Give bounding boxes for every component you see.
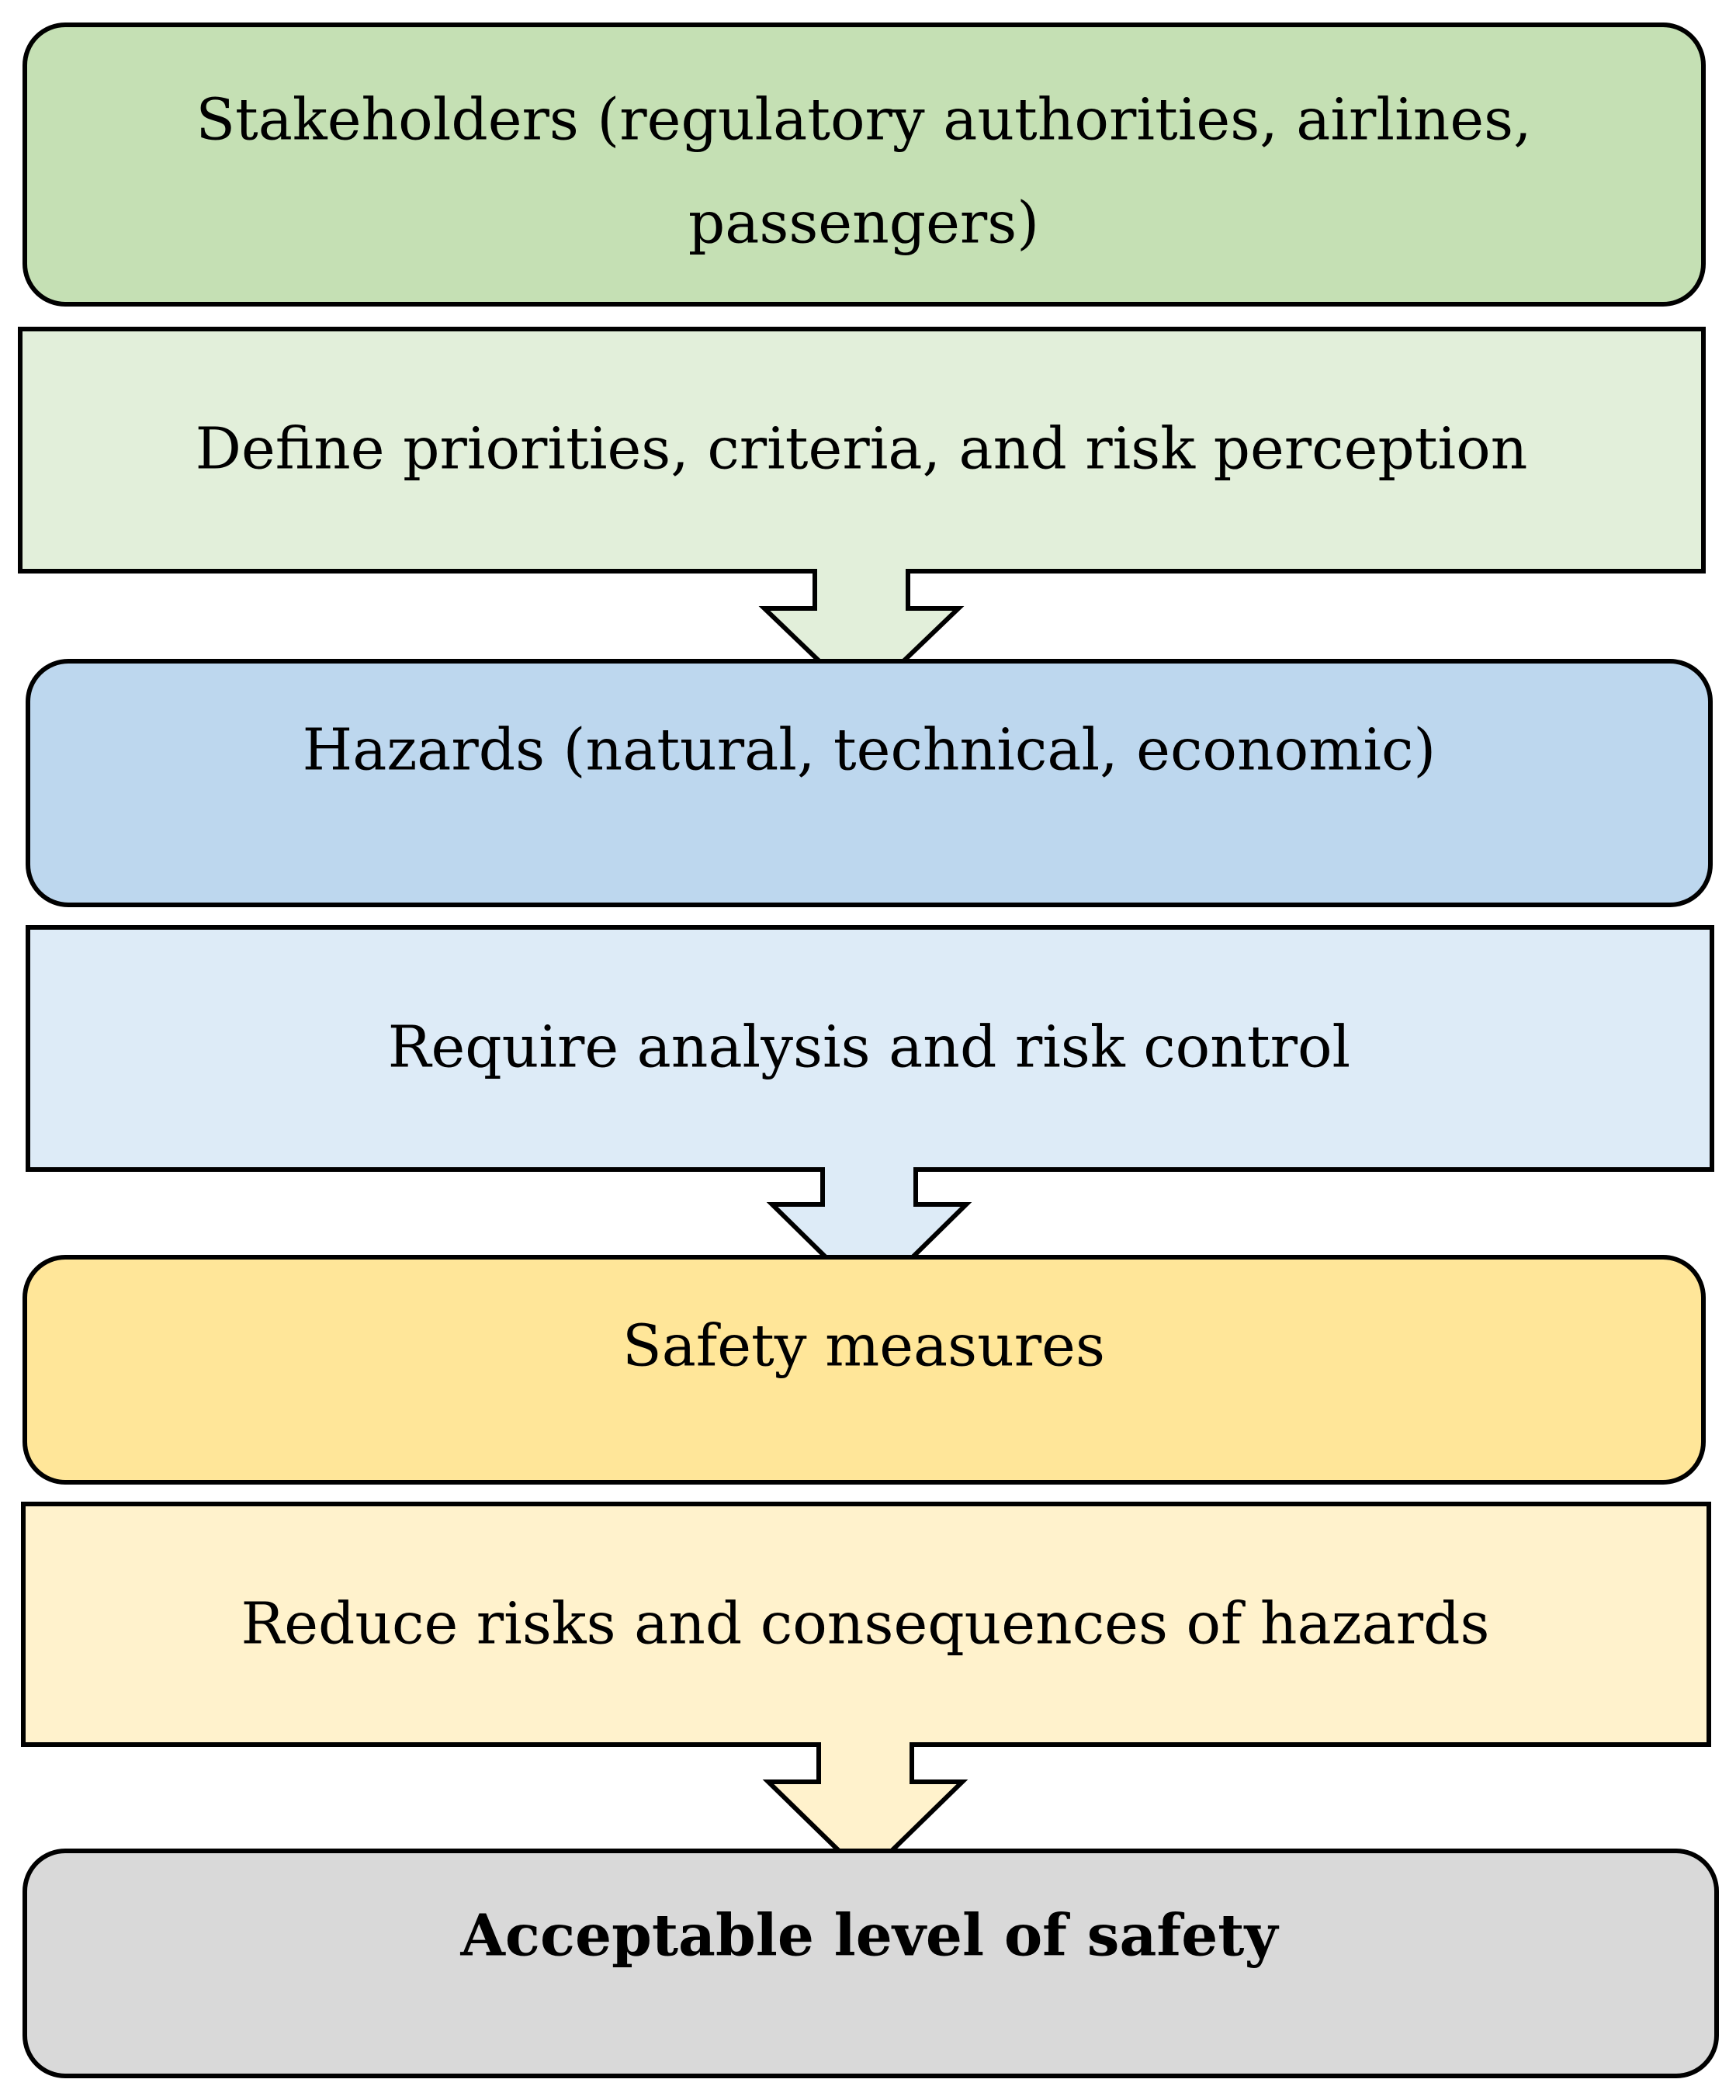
hazards-box [26,659,1713,907]
stakeholders-box [23,23,1706,307]
require-analysis-label: Require analysis and risk control [388,1014,1350,1080]
safety-measures-box [23,1255,1706,1485]
reduce-risks-arrow-box [21,1502,1711,1880]
define-priorities-label: Define priorities, criteria, and risk pe… [196,415,1528,482]
stakeholders-label-line-1: Stakeholders (regulatory authorities, ai… [196,86,1531,153]
stakeholders-label-line-2: passengers) [688,189,1039,256]
acceptable-safety-box [23,1849,1719,2078]
safety-measures-label: Safety measures [622,1312,1105,1379]
require-analysis-arrow-box [26,925,1714,1304]
reduce-risks-label: Reduce risks and consequences of hazards [241,1590,1489,1657]
define-priorities-arrow-box [18,327,1706,705]
hazards-label: Hazards (natural, technical, economic) [303,716,1436,783]
acceptable-safety-label: Acceptable level of safety [460,1903,1280,1970]
